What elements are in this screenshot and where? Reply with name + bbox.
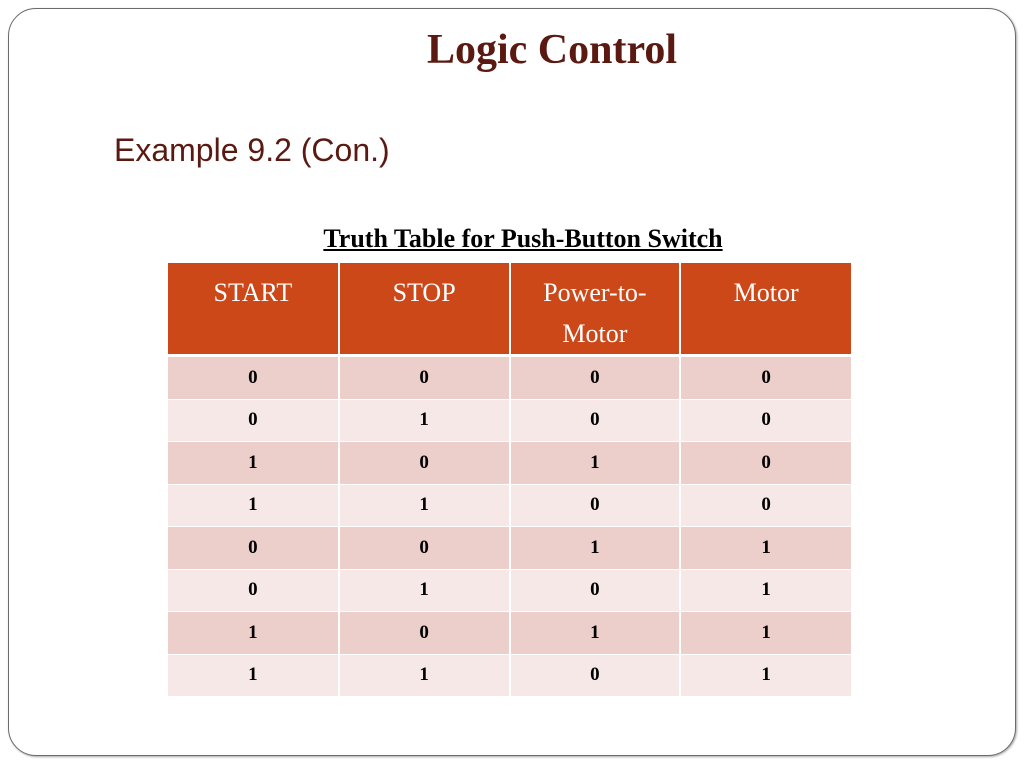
table-cell: 0 (168, 526, 340, 570)
table-cell: 0 (338, 526, 511, 570)
table-cell: 1 (338, 484, 511, 527)
table-row: 1 0 1 1 (168, 611, 851, 655)
table-cell: 1 (509, 526, 682, 570)
table-cell: 1 (168, 611, 340, 655)
table-cell: 1 (509, 611, 682, 655)
table-row: 0 1 0 0 (168, 399, 851, 442)
table-cell: 1 (680, 611, 851, 655)
table-cell: 0 (168, 355, 340, 400)
table-cell: 1 (680, 526, 851, 570)
slide-title: Logic Control (426, 27, 678, 73)
table-cell: 0 (680, 441, 851, 485)
header-power-to-motor: Power-to-Motor (509, 263, 682, 357)
table-row: 1 1 0 0 (168, 484, 851, 527)
table-row: 1 0 1 0 (168, 441, 851, 485)
table-cell: 0 (509, 484, 682, 527)
table-row: 0 0 0 0 (168, 355, 851, 400)
table-caption: Truth Table for Push-Button Switch (323, 224, 723, 253)
table-cell: 0 (680, 355, 851, 400)
table-cell: 0 (680, 484, 851, 527)
truth-table-body: 0 0 0 0 0 1 0 0 1 0 1 0 1 1 0 0 0 0 1 1 (168, 355, 851, 697)
table-cell: 0 (680, 399, 851, 442)
slide-subtitle: Example 9.2 (Con.) (114, 132, 390, 168)
table-cell: 1 (338, 654, 511, 697)
header-motor: Motor (680, 263, 851, 357)
truth-table: START STOP Power-to-Motor Motor 0 0 0 0 … (168, 263, 851, 697)
table-cell: 0 (168, 569, 340, 612)
table-cell: 1 (168, 484, 340, 527)
table-cell: 0 (509, 569, 682, 612)
table-row: 0 1 0 1 (168, 569, 851, 612)
table-cell: 0 (338, 611, 511, 655)
table-cell: 1 (338, 399, 511, 442)
table-row: 0 0 1 1 (168, 526, 851, 570)
table-cell: 0 (338, 355, 511, 400)
table-row: 1 1 0 1 (168, 654, 851, 697)
table-cell: 0 (509, 399, 682, 442)
truth-table-header: START STOP Power-to-Motor Motor (168, 263, 851, 357)
header-start: START (168, 263, 340, 357)
table-cell: 1 (168, 654, 340, 697)
table-cell: 0 (168, 399, 340, 442)
table-cell: 1 (509, 441, 682, 485)
table-cell: 1 (168, 441, 340, 485)
table-cell: 0 (509, 654, 682, 697)
table-cell: 1 (680, 569, 851, 612)
table-cell: 1 (680, 654, 851, 697)
header-stop: STOP (338, 263, 511, 357)
table-cell: 0 (509, 355, 682, 400)
header-row: START STOP Power-to-Motor Motor (168, 263, 851, 357)
table-cell: 0 (338, 441, 511, 485)
table-cell: 1 (338, 569, 511, 612)
